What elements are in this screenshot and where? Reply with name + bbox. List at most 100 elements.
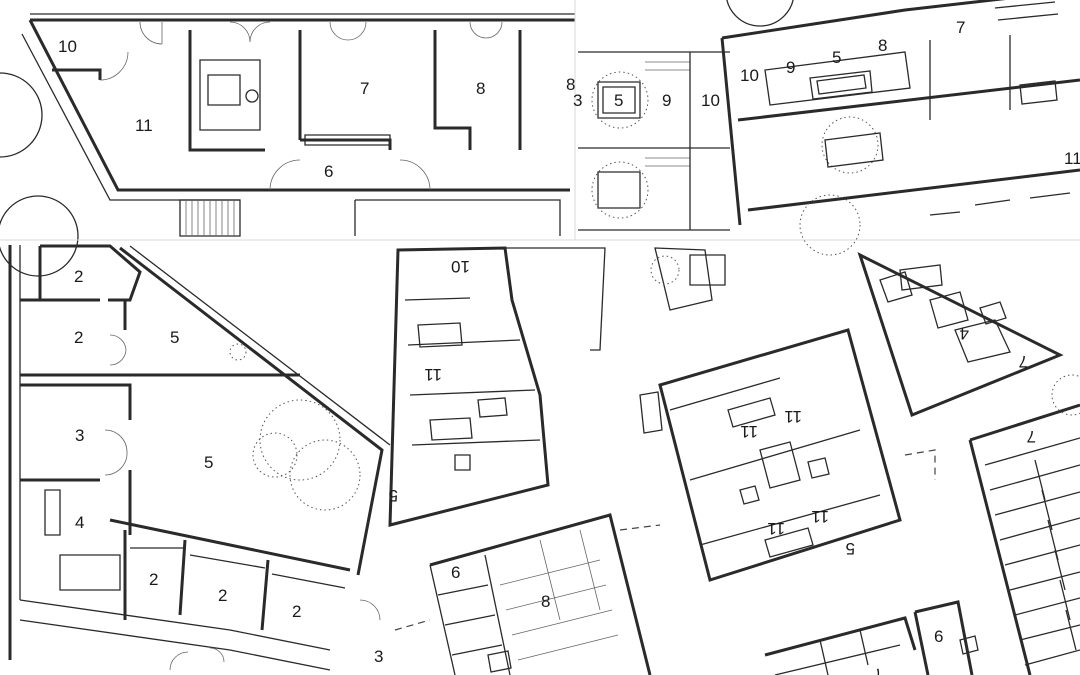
room-label: 11 bbox=[784, 407, 802, 426]
room-label: 11 bbox=[1064, 149, 1080, 168]
room-label: 11 bbox=[811, 507, 829, 526]
room-label: 7 bbox=[1027, 427, 1036, 446]
bl-dot-1 bbox=[259, 399, 341, 481]
tl-stair bbox=[179, 199, 241, 237]
br-box-c bbox=[739, 485, 760, 505]
br-bath-a bbox=[477, 397, 508, 418]
room-label: 5 bbox=[614, 91, 623, 110]
room-label: 9 bbox=[786, 58, 795, 77]
br-bldg-c-rooms bbox=[437, 584, 503, 656]
tl-wall-10 bbox=[52, 68, 102, 80]
bl-diagonal-out bbox=[129, 245, 391, 446]
room-label: 10 bbox=[740, 66, 759, 85]
br-block-b bbox=[658, 328, 902, 582]
br-stair-e bbox=[487, 650, 512, 673]
room-label: 8 bbox=[878, 36, 887, 55]
tr-mid-wall bbox=[737, 78, 1080, 122]
tr-top-fixture bbox=[994, 1, 1059, 21]
bl-room-2a-b bbox=[20, 246, 100, 302]
tr-bed-d bbox=[824, 132, 884, 168]
bl-dot-3 bbox=[252, 432, 298, 478]
tl-tub bbox=[207, 74, 241, 106]
br-stair-side bbox=[639, 391, 663, 434]
bl-corridor bbox=[19, 599, 331, 651]
tl-door-10 bbox=[99, 51, 129, 81]
tr-bed-c-in2 bbox=[816, 74, 867, 95]
br-stair-b bbox=[429, 417, 473, 441]
tl-wall-7 bbox=[298, 30, 392, 150]
panel-top-right: 3 5 9 10 10 9 5 8 7 11 bbox=[573, 0, 1080, 256]
br-block-a bbox=[388, 246, 550, 527]
room-label: 7 bbox=[871, 664, 886, 675]
br-tri-box bbox=[899, 264, 943, 291]
br-block-a-lines bbox=[404, 297, 541, 446]
br-dashed-b bbox=[394, 619, 431, 631]
br-triangle bbox=[857, 252, 1064, 417]
room-label: 6 bbox=[934, 627, 943, 646]
bl-bath bbox=[59, 554, 121, 591]
tr-bed-a bbox=[597, 81, 641, 119]
room-label: 3 bbox=[573, 91, 582, 110]
panel-bottom-left: 2 2 5 3 5 4 2 2 2 bbox=[0, 239, 1080, 671]
tl-door-6 bbox=[269, 159, 431, 191]
br-tri-room-b bbox=[929, 291, 969, 329]
room-label: 6 bbox=[324, 162, 333, 181]
room-label: 8 bbox=[476, 79, 485, 98]
room-label: 3 bbox=[75, 426, 84, 445]
tr-partitions bbox=[929, 35, 1011, 120]
room-label: 11 bbox=[424, 365, 442, 384]
br-block-top bbox=[654, 247, 713, 311]
tl-bath bbox=[199, 59, 261, 131]
bl-wall-2s bbox=[178, 539, 270, 631]
br-tri-room-c bbox=[954, 319, 1011, 363]
br-row-walls bbox=[1034, 459, 1077, 651]
tl-diagonal-wall bbox=[28, 19, 570, 192]
bl-wall-3 bbox=[20, 383, 132, 420]
room-label: 10 bbox=[701, 91, 720, 110]
tl-wc bbox=[245, 89, 259, 103]
panel-bottom-right: 10 11 5 11 11 11 11 5 4 7 8 7 6 8 3 6 7 bbox=[374, 246, 1080, 675]
room-label: 4 bbox=[960, 324, 969, 343]
br-dashed-paths bbox=[619, 449, 936, 531]
br-box-a bbox=[454, 454, 471, 471]
tr-dot-c bbox=[821, 116, 879, 174]
tl-door-c bbox=[329, 21, 367, 41]
tr-dot-b bbox=[591, 161, 649, 219]
room-label: 10 bbox=[451, 257, 470, 276]
tl-stair-treads bbox=[185, 200, 235, 236]
panel-top-left: 10 11 7 8 8 6 bbox=[0, 13, 575, 277]
room-label: 5 bbox=[170, 328, 179, 347]
room-label: 2 bbox=[218, 586, 227, 605]
br-tri-stair bbox=[979, 301, 1007, 325]
tr-bath bbox=[1019, 80, 1058, 105]
tr-low-wall bbox=[747, 168, 1080, 212]
room-label: 8 bbox=[541, 592, 550, 611]
tl-tree-1 bbox=[0, 72, 43, 158]
tl-wall-8 bbox=[433, 30, 472, 150]
room-label: 4 bbox=[75, 513, 84, 532]
room-label: 5 bbox=[204, 453, 213, 472]
bl-wall-2s-b bbox=[130, 547, 346, 589]
tr-bed-c-in bbox=[809, 70, 873, 100]
room-label: 2 bbox=[74, 328, 83, 347]
room-label: 2 bbox=[74, 267, 83, 286]
br-tri-room-a bbox=[879, 271, 913, 303]
room-label: 7 bbox=[360, 79, 369, 98]
room-label: 7 bbox=[956, 18, 965, 37]
room-label: 11 bbox=[740, 422, 758, 441]
bl-diagonal bbox=[119, 246, 384, 576]
room-label: 5 bbox=[846, 539, 855, 558]
bl-doors-low bbox=[169, 647, 225, 671]
br-row-units bbox=[984, 437, 1080, 666]
room-label: 5 bbox=[832, 48, 841, 67]
br-core bbox=[759, 441, 801, 489]
br-bldg-e-box bbox=[959, 635, 979, 655]
room-label: 11 bbox=[135, 116, 153, 135]
room-label: 3 bbox=[374, 647, 383, 666]
room-label: 2 bbox=[149, 570, 158, 589]
br-stair-top bbox=[689, 254, 726, 286]
room-label: 2 bbox=[292, 602, 301, 621]
tl-door-b bbox=[229, 21, 271, 43]
bl-door-edge bbox=[359, 599, 381, 621]
